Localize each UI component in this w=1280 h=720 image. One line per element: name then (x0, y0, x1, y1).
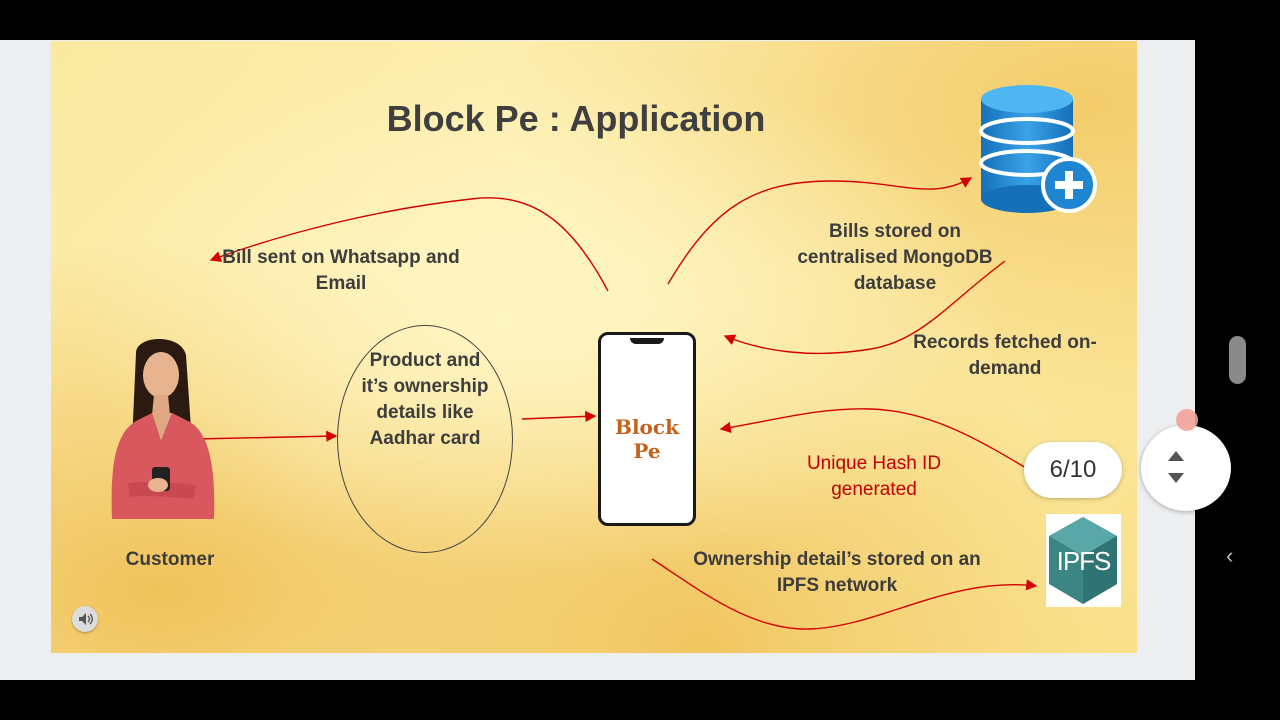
arrow-details-to-phone (521, 410, 597, 422)
ipfs-hexagon-icon (1049, 517, 1117, 604)
ipfs-logo: IPFS (1046, 514, 1121, 607)
phone-notch (630, 338, 664, 344)
audio-button[interactable] (72, 606, 98, 632)
chevron-left-icon[interactable]: ‹ (1226, 543, 1234, 568)
bill-sent-label: Bill sent on Whatsapp and Email (222, 247, 460, 294)
block-pe-logo: Block Pe (615, 415, 679, 463)
pointer-dot (1176, 409, 1198, 431)
arrow-database-to-phone (723, 260, 1006, 355)
page-counter: 6/10 (1024, 442, 1122, 498)
arrow-hash-to-phone (719, 408, 1032, 472)
page-nav-control[interactable] (1141, 425, 1231, 511)
database-icon (979, 85, 1097, 213)
arrow-phone-to-ipfs (651, 558, 1038, 630)
slide: Block Pe : Application Bill sent on What… (51, 41, 1137, 653)
ipfs-logo-text: IPFS (1056, 546, 1112, 576)
arrow-phone-to-whatsapp (209, 197, 609, 292)
scrollbar-thumb[interactable] (1229, 336, 1246, 384)
customer-illustration (111, 339, 215, 519)
hash-id-label: Unique Hash ID generated (806, 453, 942, 500)
speaker-icon (79, 613, 93, 625)
product-details-label: Product and it’s ownership details like … (361, 350, 489, 449)
product-details-ellipse: Product and it’s ownership details like … (337, 325, 513, 553)
arrow-customer-to-details (195, 430, 338, 442)
customer-label: Customer (125, 549, 215, 570)
triangle-down-icon[interactable] (1166, 471, 1186, 485)
slide-title: Block Pe : Application (386, 98, 766, 139)
bills-stored-label: Bills stored on centralised MongoDB data… (797, 221, 993, 294)
ownership-ipfs-label: Ownership detail’s stored on an IPFS net… (693, 549, 981, 596)
records-fetched-label: Records fetched on-demand (913, 332, 1097, 379)
arrow-phone-to-database (667, 177, 973, 285)
phone-illustration: Block Pe (598, 332, 696, 526)
arrows-layer (195, 177, 1038, 630)
triangle-up-icon[interactable] (1166, 449, 1186, 463)
